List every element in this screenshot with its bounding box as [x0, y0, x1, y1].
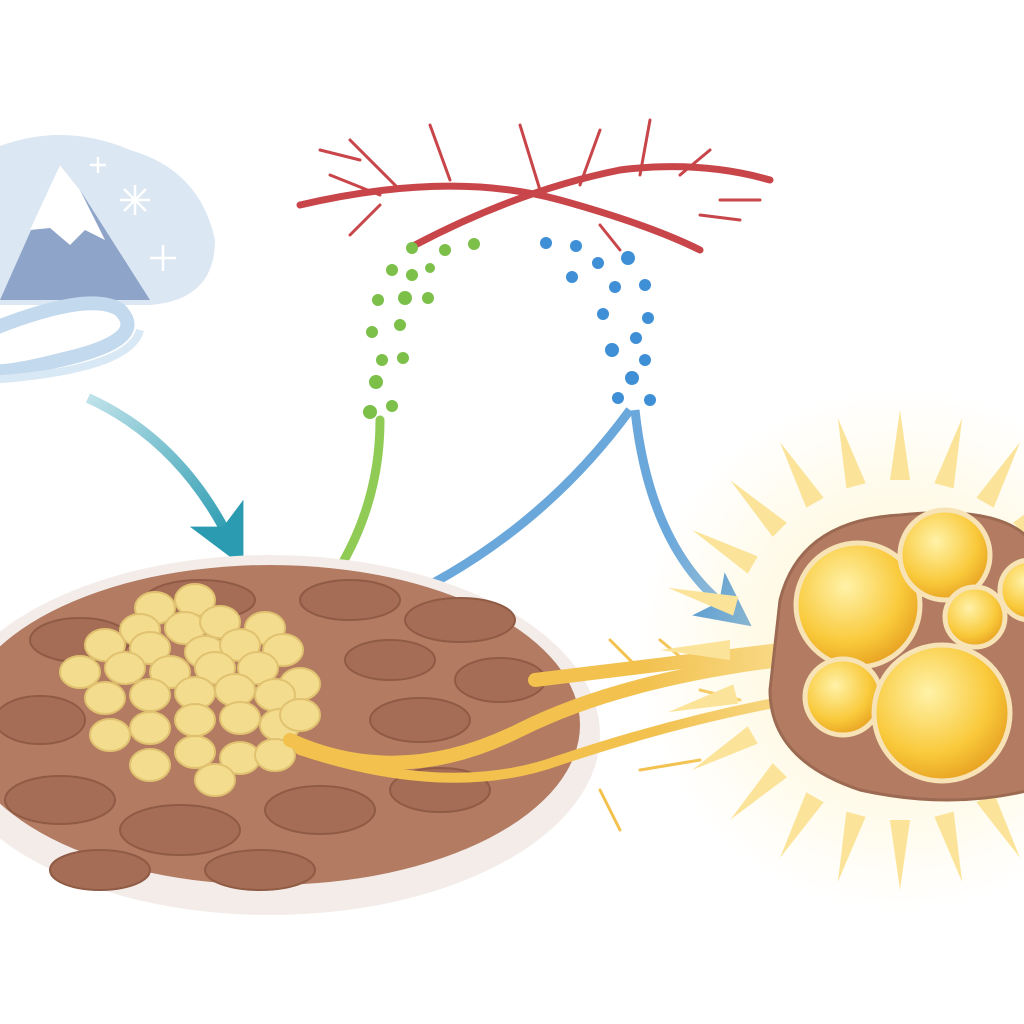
fat-droplet — [997, 558, 1024, 622]
green-particles — [363, 238, 480, 419]
heat-rays — [660, 410, 1024, 890]
heat-ray — [660, 640, 730, 660]
fat-globule — [89, 718, 131, 752]
fat-droplet — [942, 584, 1008, 650]
cold-environment — [0, 135, 215, 384]
white-fat-globules — [59, 583, 321, 797]
heat-ray — [730, 480, 787, 537]
heat-ray — [692, 726, 758, 770]
heat-ray — [668, 587, 739, 616]
heat-ray — [692, 530, 758, 574]
fat-globule — [174, 703, 216, 737]
fat-globule — [84, 681, 126, 715]
fat-globule — [219, 701, 261, 735]
fat-droplet — [871, 642, 1013, 784]
heat-ray — [934, 811, 963, 882]
heat-ray — [934, 418, 963, 489]
fat-globule — [129, 631, 171, 665]
fat-globule — [174, 735, 216, 769]
fat-globule — [214, 673, 256, 707]
heat-ray — [1013, 514, 1024, 534]
fat-droplet — [802, 656, 884, 738]
heat-ray — [890, 410, 910, 480]
blood-vessel — [296, 118, 774, 254]
fat-globule — [59, 655, 101, 689]
fat-globule — [194, 763, 236, 797]
blue-particles — [540, 237, 656, 406]
brown-adipose-tissue — [640, 390, 1024, 910]
heat-ray — [837, 811, 866, 882]
heat-ray — [976, 442, 1020, 508]
fat-globule — [279, 698, 321, 732]
heat-ray — [730, 763, 787, 820]
fat-globule — [254, 738, 296, 772]
fat-globule — [129, 678, 171, 712]
heat-ray — [668, 684, 739, 713]
heat-ray — [890, 820, 910, 890]
heat-ray — [780, 792, 824, 858]
snowflake-icon — [90, 157, 176, 271]
cold-signal-arrow — [85, 393, 244, 567]
heat-ray — [976, 792, 1020, 858]
heat-ray — [780, 442, 824, 508]
fat-globule — [129, 748, 171, 782]
fat-globule — [237, 651, 279, 685]
fat-globule — [129, 711, 171, 745]
fat-droplet — [897, 507, 993, 603]
fat-globule — [104, 651, 146, 685]
heat-ray — [837, 418, 866, 489]
